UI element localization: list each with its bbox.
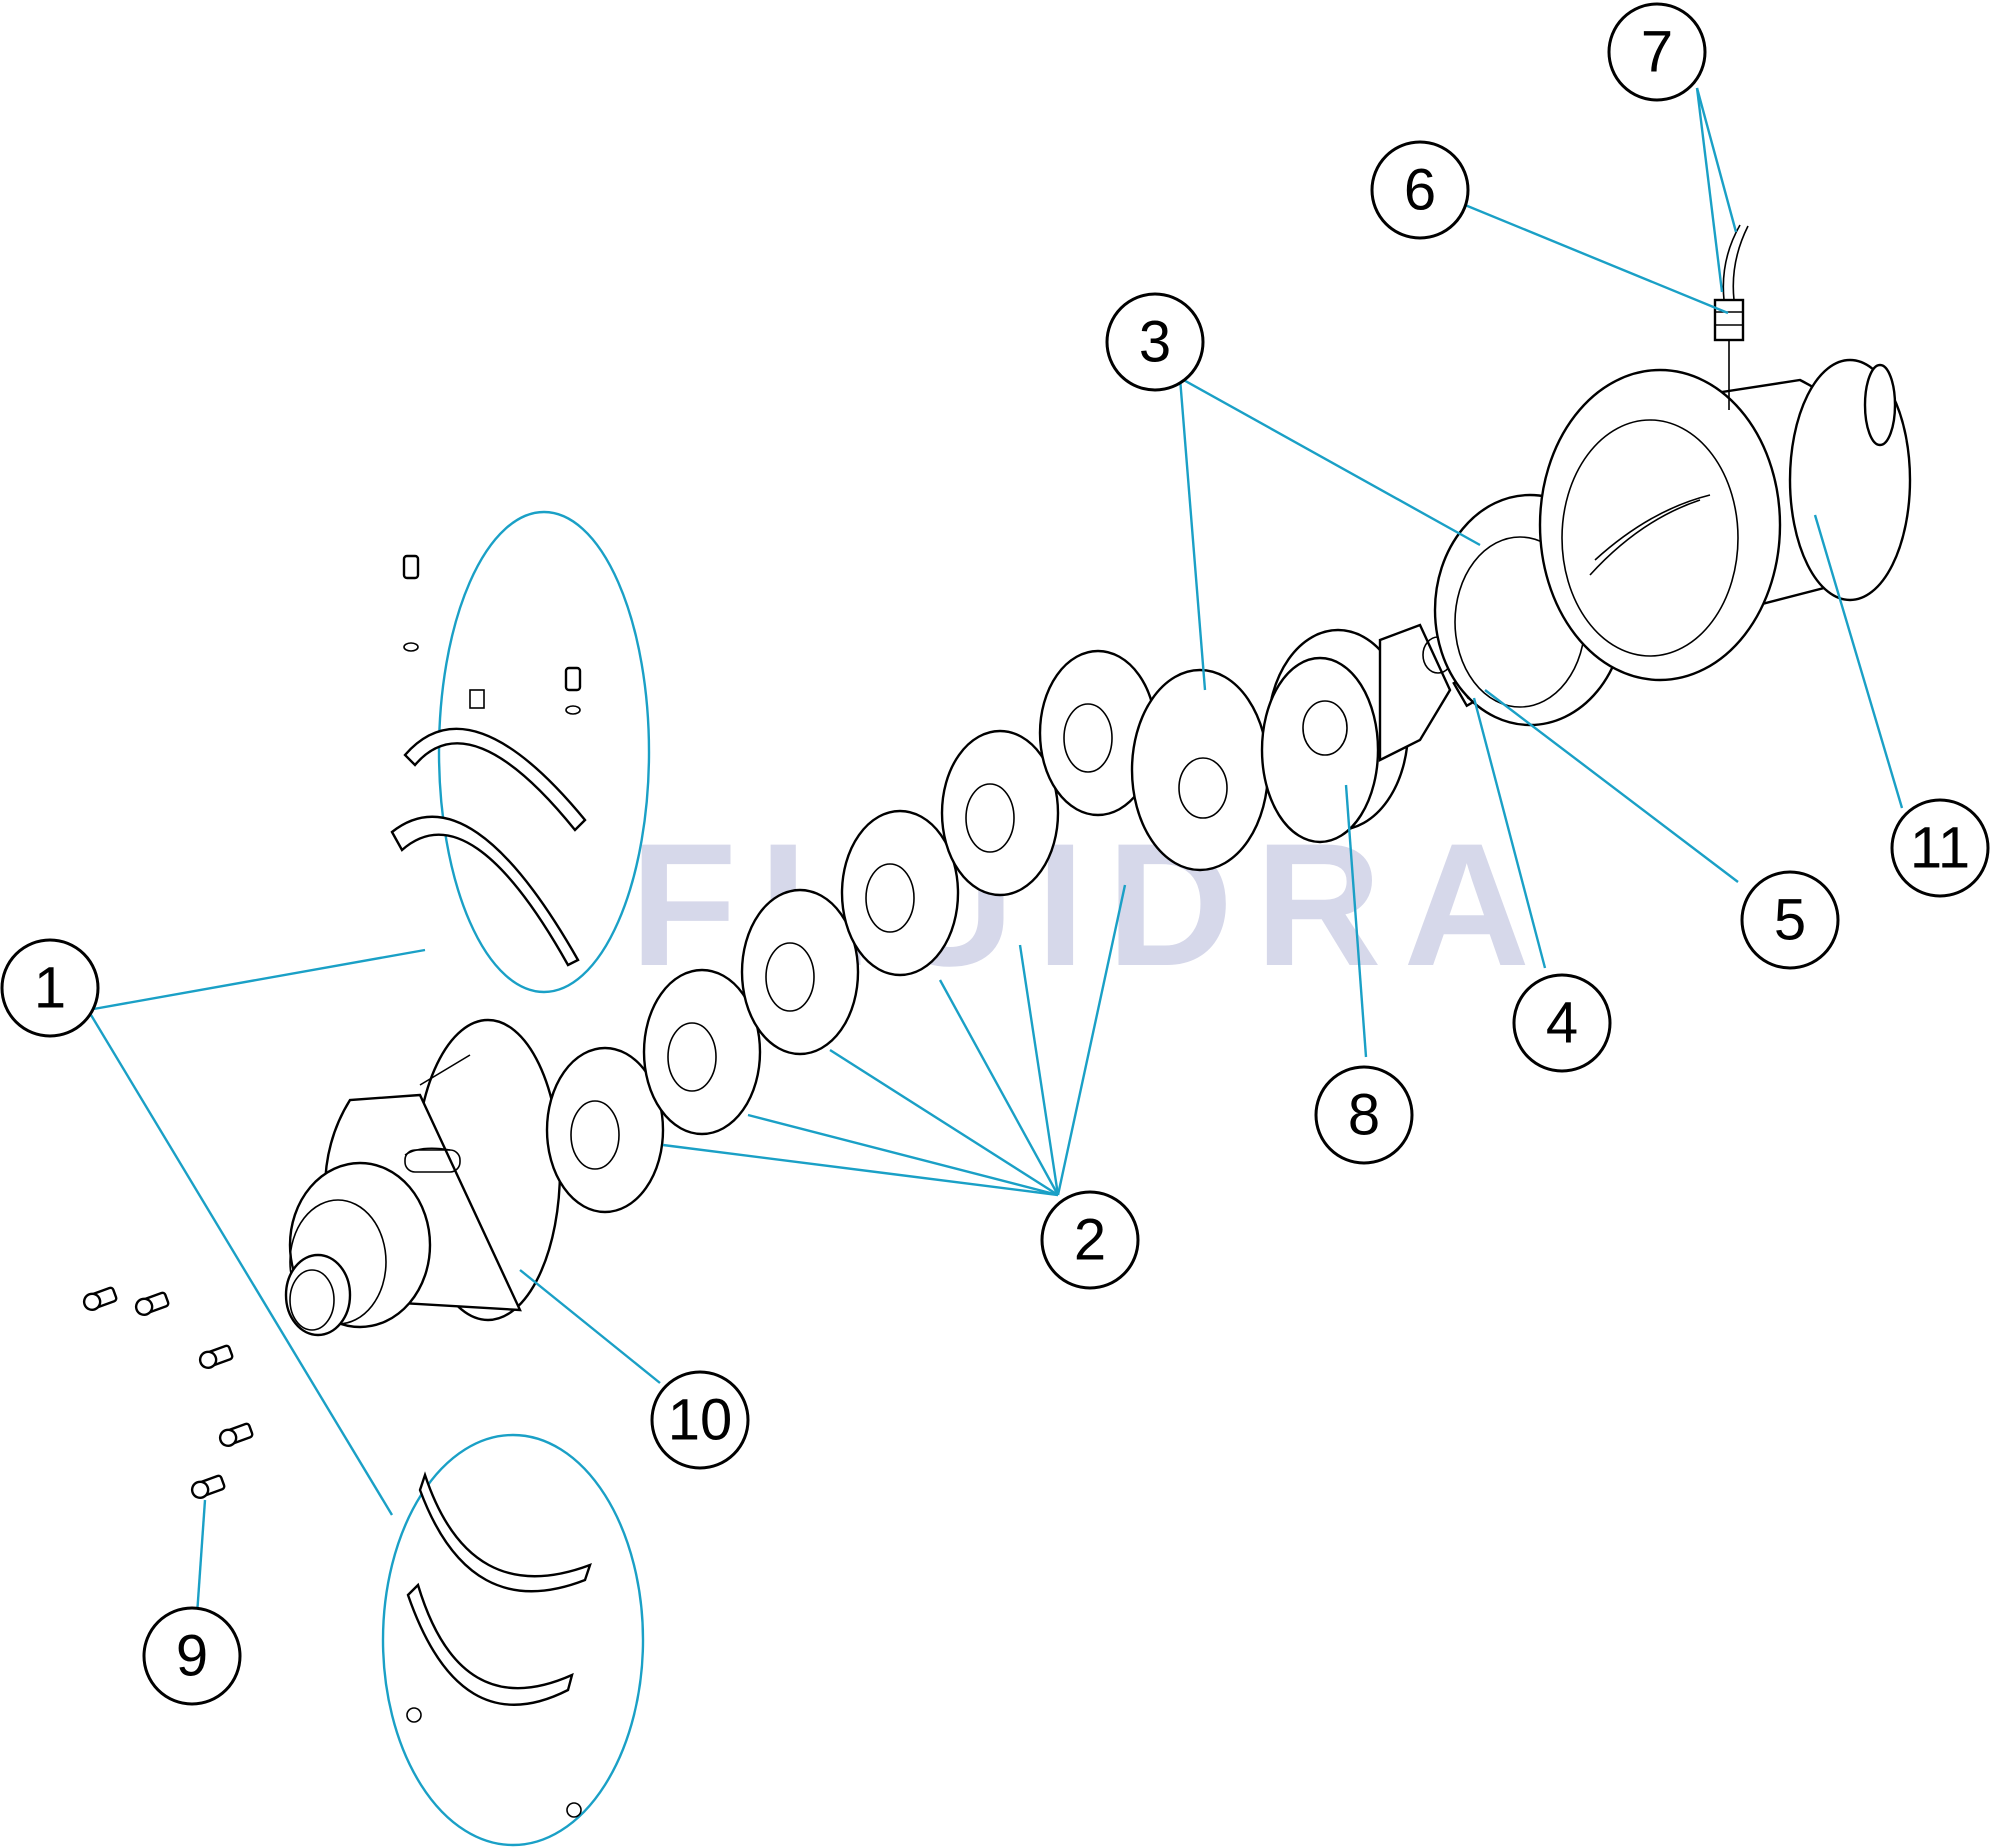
part-valve-body <box>1260 623 1454 844</box>
detail-clamp-lower <box>381 1433 645 1847</box>
callout-3: 3 <box>1105 292 1205 392</box>
part-spacer-discs <box>545 649 1158 1214</box>
svg-text:2: 2 <box>1074 1208 1106 1273</box>
svg-text:3: 3 <box>1139 310 1171 375</box>
part-rear-housing <box>1538 358 1912 682</box>
part-large-washer <box>1130 668 1270 872</box>
callout-7: 7 <box>1607 2 1707 102</box>
svg-text:10: 10 <box>668 1388 733 1453</box>
callout-6: 6 <box>1370 140 1470 240</box>
callout-8: 8 <box>1314 1065 1414 1165</box>
detail-clamp-upper <box>390 510 651 994</box>
svg-text:7: 7 <box>1641 20 1673 85</box>
svg-text:11: 11 <box>1910 816 1970 881</box>
svg-text:6: 6 <box>1404 158 1436 223</box>
callout-4: 4 <box>1512 973 1612 1073</box>
part-front-housing <box>284 1018 562 1337</box>
svg-text:8: 8 <box>1348 1083 1380 1148</box>
leader-lines <box>86 87 1904 1616</box>
callout-9: 9 <box>142 1606 242 1706</box>
callout-2: 2 <box>1040 1190 1140 1290</box>
svg-text:1: 1 <box>34 956 66 1021</box>
svg-text:5: 5 <box>1774 888 1806 953</box>
svg-text:9: 9 <box>176 1624 208 1689</box>
callout-11: 11 <box>1890 798 1990 898</box>
svg-text:4: 4 <box>1546 991 1578 1056</box>
part-cable-gland <box>1713 224 1749 410</box>
callout-5: 5 <box>1740 870 1840 970</box>
callout-10: 10 <box>650 1370 750 1470</box>
part-screws <box>82 1286 254 1499</box>
callout-1: 1 <box>0 938 100 1038</box>
